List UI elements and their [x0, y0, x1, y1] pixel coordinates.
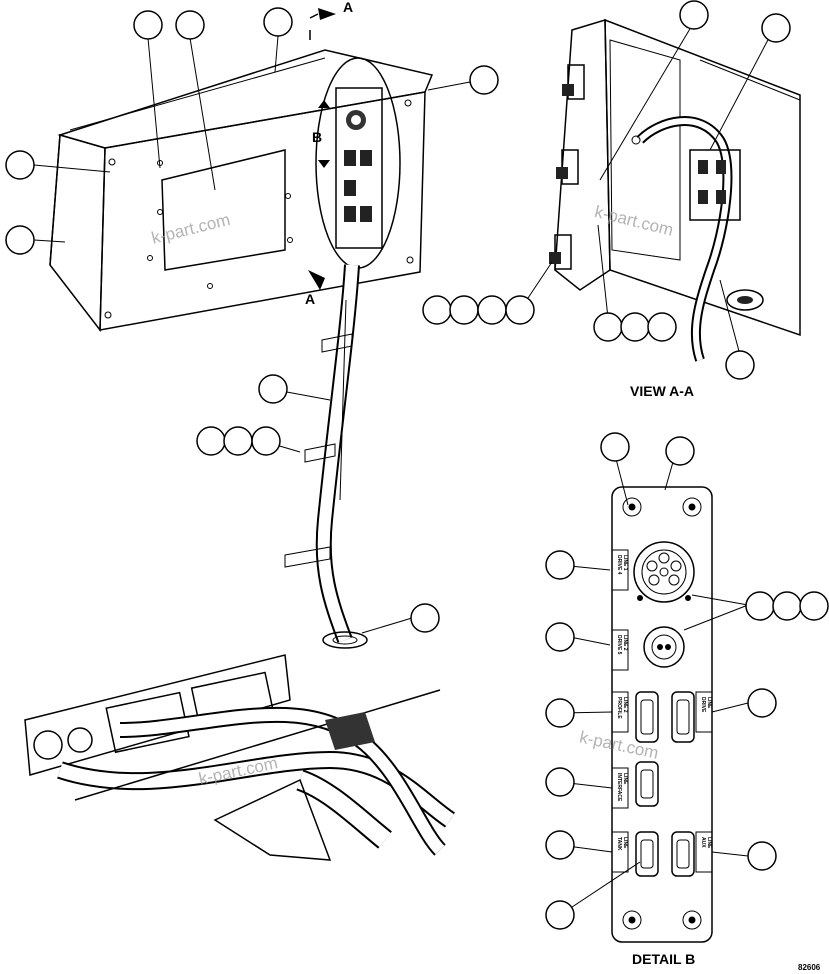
wire-harness [284, 264, 368, 649]
callout-bubble [251, 426, 281, 456]
leader-lines [33, 21, 771, 916]
detail-b-marker: B [312, 129, 322, 145]
callout-bubble [545, 622, 575, 652]
panel-tag-l2-line1: DRIVE 5 [616, 635, 622, 655]
panel-tag-r5: AUX LINE [700, 837, 712, 849]
callout-bubble [725, 350, 755, 380]
callout-bubble [545, 830, 575, 860]
panel-tag-l5-line1: TANK [616, 837, 622, 851]
callout-bubble [747, 841, 777, 871]
callout-bubble [505, 295, 535, 325]
section-a-top-label: A [343, 0, 353, 15]
panel-tag-r5-line2: LINE [706, 837, 712, 849]
panel-tag-l3-line1: PROFILE [616, 697, 622, 719]
callout-bubble [545, 698, 575, 728]
view-a-a-drawing [549, 18, 801, 362]
panel-tag-l5: TANK LINE [616, 837, 628, 851]
callout-bubble [477, 295, 507, 325]
callout-bubble [620, 312, 650, 342]
panel-tag-l3: PROFILE LINE 2 [616, 697, 628, 719]
callout-bubble [263, 7, 293, 37]
callout-bubble [449, 295, 479, 325]
panel-tag-l4-line2: LINE [622, 773, 628, 785]
callout-bubble [410, 603, 440, 633]
callout-bubble [747, 688, 777, 718]
watermark: k-part.com [593, 202, 676, 240]
callout-bubble [679, 0, 709, 30]
callout-bubble [5, 225, 35, 255]
panel-tag-l2-line2: LINE 2 [622, 635, 628, 651]
panel-tag-l2: DRIVE 5 LINE 2 [616, 635, 628, 655]
callout-bubble [258, 374, 288, 404]
panel-tag-l5-line2: LINE [622, 837, 628, 849]
panel-tag-r3-line1: DRIVE [700, 697, 706, 713]
callout-bubble [5, 150, 35, 180]
lower-harness-area [24, 654, 456, 861]
callout-bubble [545, 550, 575, 580]
panel-tag-r5-line1: AUX [700, 837, 706, 848]
callout-bubble [665, 436, 695, 466]
callout-bubble [799, 591, 829, 621]
detail-b-title: DETAIL B [632, 951, 695, 967]
section-a-bottom-label: A [305, 291, 315, 307]
callout-bubble [545, 767, 575, 797]
callout-bubble [600, 432, 630, 462]
callout-bubble [422, 295, 452, 325]
callout-bubbles [5, 0, 829, 930]
panel-tag-r3-line2: LINE [706, 697, 712, 709]
callout-bubble [223, 426, 253, 456]
panel-tag-l1: DRIVE 4 LINE 1 [616, 555, 628, 575]
callout-bubble [745, 591, 775, 621]
drawing-number: 82606 [798, 963, 821, 972]
panel-tag-r3: DRIVE LINE [700, 697, 712, 713]
callout-bubble [647, 312, 677, 342]
view-a-a-title: VIEW A-A [630, 383, 694, 399]
callout-bubble [133, 10, 163, 40]
callout-bubble [545, 900, 575, 930]
panel-tag-l4-line1: INTERFACE [616, 773, 622, 802]
callout-bubble [772, 591, 802, 621]
callout-bubble [593, 312, 623, 342]
watermark: k-part.com [578, 728, 660, 763]
callout-bubble [196, 426, 226, 456]
display-enclosure [49, 8, 434, 333]
panel-tag-l3-line2: LINE 2 [622, 697, 628, 713]
panel-tag-l1-line1: DRIVE 4 [616, 555, 622, 575]
panel-tag-l1-line2: LINE 1 [622, 555, 628, 571]
watermark: k-part.com [197, 753, 279, 788]
callout-bubble [175, 10, 205, 40]
panel-tag-l4: INTERFACE LINE [616, 773, 628, 802]
watermark: k-part.com [150, 210, 233, 248]
callout-bubble [469, 65, 499, 95]
callout-bubble [761, 13, 791, 43]
